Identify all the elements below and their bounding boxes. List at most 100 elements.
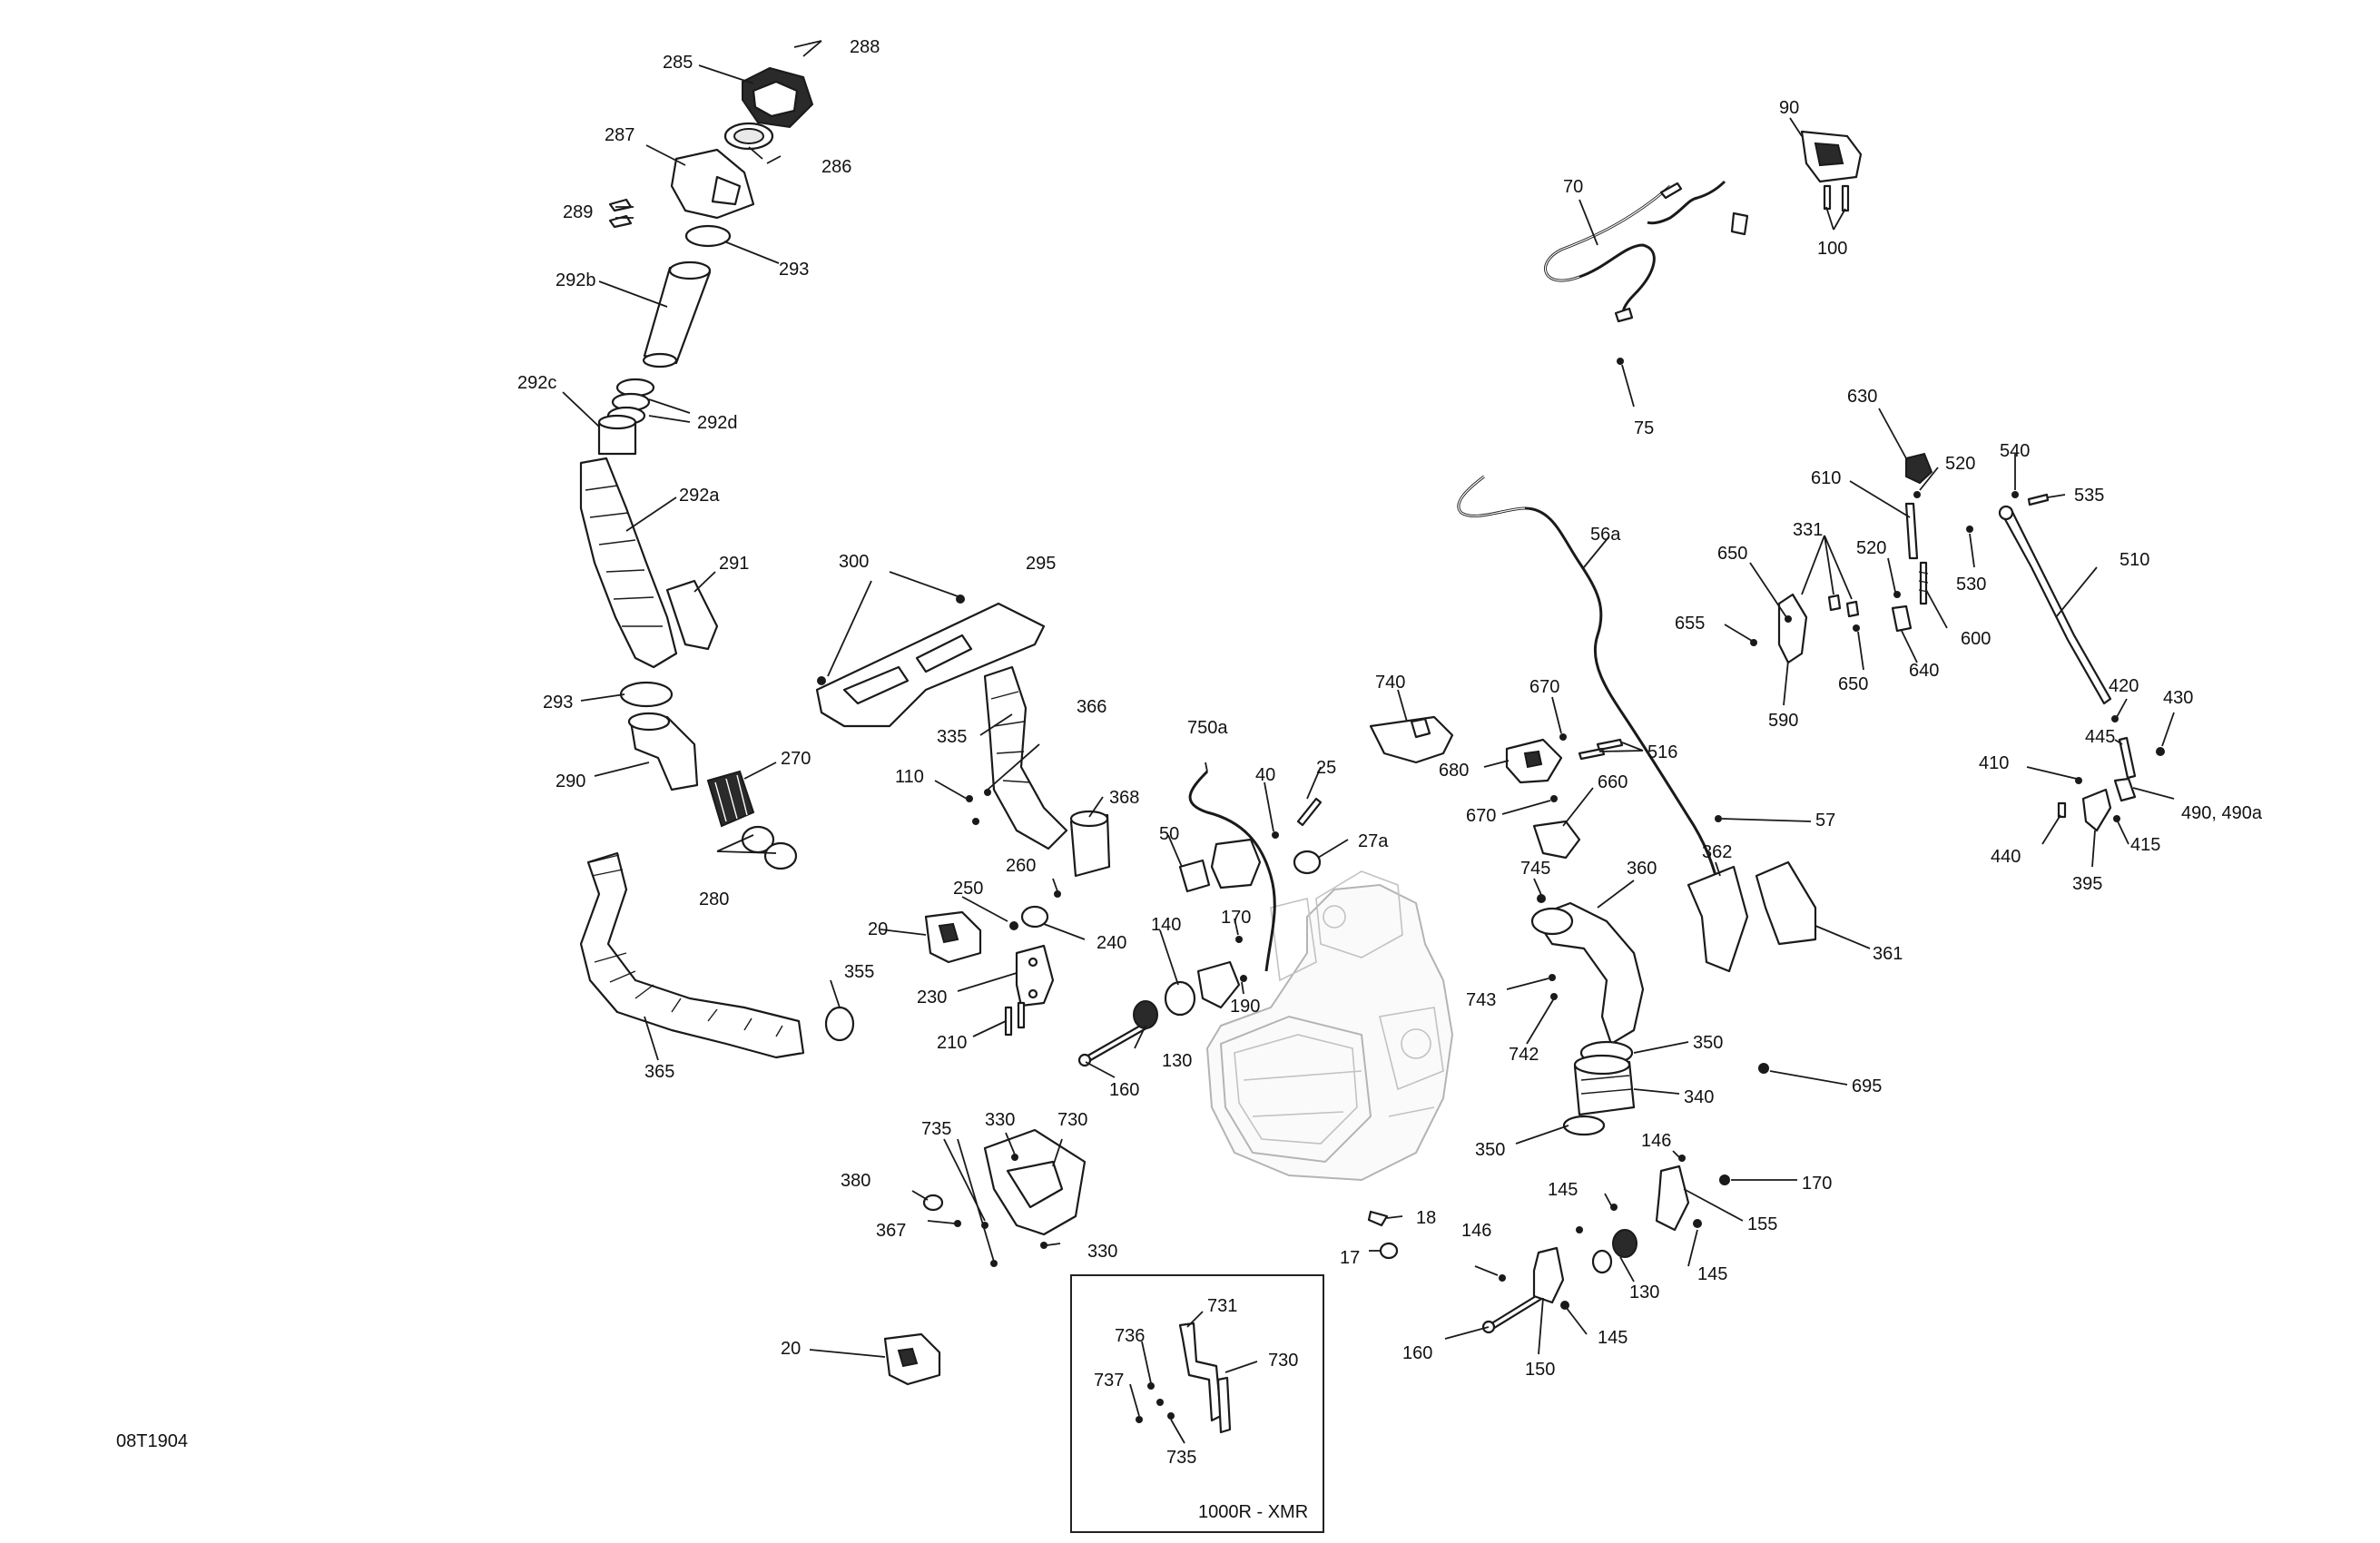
callout: 40 [1255,765,1275,785]
callout: 366 [1077,697,1106,717]
callout: 160 [1402,1343,1432,1363]
part-287-housing [670,148,755,220]
part-250-nut [1009,921,1018,930]
callout: 445 [2085,727,2115,747]
callout: 380 [841,1171,870,1191]
part-270-coupler [706,770,755,828]
callout: 745 [1520,859,1550,879]
callout: 287 [605,125,634,145]
callout: 590 [1768,711,1798,731]
callout: 280 [699,889,729,909]
callout: 293 [779,260,809,280]
part-130-mount [1133,1000,1158,1029]
callout: 350 [1475,1140,1505,1160]
part-380-nut [922,1194,944,1212]
drawing-code: 08T1904 [116,1431,188,1451]
callout: 361 [1873,944,1903,964]
intake-assembly [579,66,855,1059]
part-740-bracket [1369,715,1454,764]
part-415-screw [2113,815,2120,822]
part-745-screw [1537,894,1546,903]
center-left-parts [815,595,1399,1386]
part-440-pin [2057,801,2067,819]
callout: 670 [1529,677,1559,697]
part-630-knob [1905,452,1933,485]
part-18-clip [1367,1210,1389,1227]
callout: 146 [1461,1221,1491,1241]
callout: 70 [1563,177,1583,197]
part-145-screw-b [1693,1219,1702,1228]
callout: 210 [937,1033,967,1053]
part-540-screw [2011,491,2019,498]
callout: 695 [1852,1076,1882,1096]
part-695-plug [1758,1063,1769,1074]
callout: 130 [1629,1283,1659,1302]
callout: 735 [921,1119,951,1139]
callout: 395 [2072,874,2102,894]
part-330-screw-lower [1040,1242,1047,1249]
part-355-clamp [824,1006,855,1042]
part-670-screw-upper [1559,733,1567,741]
callout: 145 [1598,1328,1628,1348]
callout: 291 [719,554,749,574]
part-350-clamp-lower [1562,1115,1606,1136]
callout: 610 [1811,468,1841,488]
callout: 630 [1847,387,1877,407]
inset-part-730 [1216,1376,1232,1434]
part-130-mount-right [1612,1229,1637,1258]
part-190-screw [1240,975,1247,982]
part-395-bracket [2081,788,2112,832]
callout: 330 [985,1110,1015,1130]
callout: 150 [1525,1360,1555,1380]
inset-caption: 1000R - XMR [1198,1502,1308,1522]
part-25-bolt [1296,797,1323,827]
part-445-rod [2118,736,2137,780]
part-366-duct [983,665,1068,850]
part-360-duct [1532,901,1645,1046]
callout: 292a [679,486,720,506]
part-293-ring-upper [684,224,732,248]
callout: 286 [821,157,851,177]
callout: 750a [1187,718,1228,738]
part-750a-cable [1188,770,1276,972]
part-292b-tube [643,266,712,365]
callout: 292d [697,413,738,433]
part-291-shield [665,579,719,651]
callout: 20 [868,919,888,939]
part-70-cable [1544,184,1671,319]
part-40-screw [1272,831,1279,839]
callout: 57 [1815,811,1835,830]
callout: 18 [1416,1208,1436,1228]
part-660-bracket [1532,820,1581,860]
callout: 520 [1945,454,1975,474]
callout: 430 [2163,688,2193,708]
callout: 540 [2000,441,2030,461]
callout: 650 [1838,674,1868,694]
callout: 290 [556,772,585,791]
part-361-sleeve [1755,860,1817,946]
callout: 190 [1230,997,1260,1017]
callout: 300 [839,552,869,572]
part-535-bolt [2027,493,2050,506]
part-145-screw-c [1560,1301,1569,1310]
callout: 737 [1094,1371,1124,1391]
part-230-bracket [1015,944,1055,1007]
callout: 415 [2130,835,2160,855]
callout: 170 [1221,908,1251,928]
part-17-plug [1379,1242,1399,1260]
callout: 130 [1162,1051,1192,1071]
part-670-screw-lower [1550,795,1558,802]
callout: 740 [1375,673,1405,693]
part-600-spring [1919,561,1928,605]
callout: 56a [1590,525,1621,545]
callout: 743 [1466,990,1496,1010]
callout: 360 [1627,859,1657,879]
callout: 440 [1991,847,2021,867]
leader-lines [562,40,2175,1444]
callout: 292c [517,373,556,393]
callout: 288 [850,37,880,57]
callout: 230 [917,988,947,1007]
part-290-elbow [629,715,699,791]
part-140-mount [1164,980,1196,1017]
